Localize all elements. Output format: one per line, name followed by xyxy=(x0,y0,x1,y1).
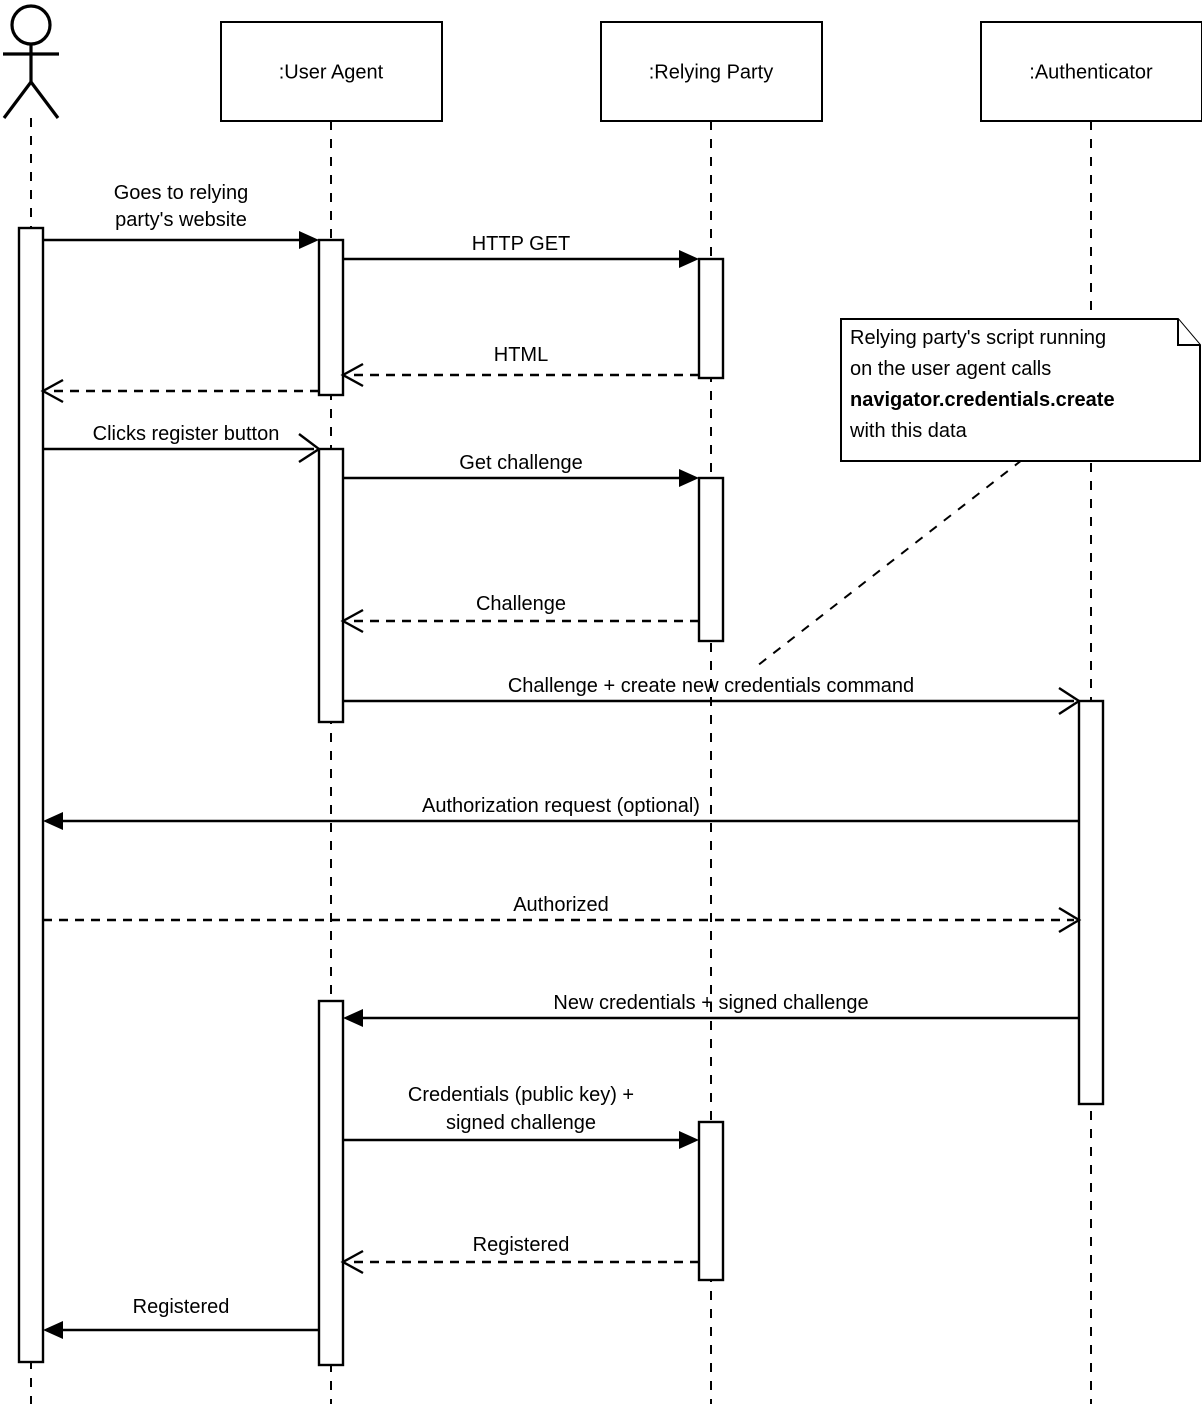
actor-leg-left xyxy=(2,81,33,119)
message-4-arrowhead-open-icon xyxy=(40,378,64,404)
message-13-label: Registered xyxy=(473,1234,570,1256)
activation-authenticator-1 xyxy=(1077,699,1105,1106)
message-1-label-line-1: Goes to relying xyxy=(114,182,249,204)
activation-relying-party-2 xyxy=(697,476,725,643)
message-11-new-credentials-signed-challenge[interactable]: New credentials + signed challenge xyxy=(343,992,1079,1027)
message-12-label-line-2: signed challenge xyxy=(446,1112,596,1134)
message-7-label: Challenge xyxy=(476,593,566,615)
participant-label-authenticator: :Authenticator xyxy=(1029,61,1153,83)
message-1-goes-to-relying-party-website[interactable]: Goes to relying party's website xyxy=(43,182,319,249)
participant-box-authenticator xyxy=(980,21,1202,122)
message-12-label-line-1: Credentials (public key) + xyxy=(408,1084,634,1106)
message-11-arrowhead-filled-icon xyxy=(343,1009,363,1027)
note-line-4: with this data xyxy=(849,420,968,442)
message-10-authorized[interactable]: Authorized xyxy=(43,894,1082,934)
message-9-arrowhead-filled-icon xyxy=(43,812,63,830)
note-line-3: navigator.credentials.create xyxy=(850,389,1115,411)
message-8-arrowhead-open-icon xyxy=(1058,686,1082,716)
note-line-2: on the user agent calls xyxy=(850,358,1051,380)
message-14-arrowhead-filled-icon xyxy=(43,1321,63,1339)
note-box xyxy=(840,318,1201,462)
activation-relying-party-1 xyxy=(697,257,725,380)
message-12-credentials-public-key-signed-challenge[interactable]: Credentials (public key) + signed challe… xyxy=(343,1084,699,1149)
message-2-arrowhead-filled-icon xyxy=(679,250,699,268)
participant-label-relying-party: :Relying Party xyxy=(649,61,774,83)
message-7-challenge[interactable]: Challenge xyxy=(340,593,699,634)
message-2-label: HTTP GET xyxy=(472,233,571,255)
message-9-authorization-request-optional[interactable]: Authorization request (optional) xyxy=(43,795,1079,830)
message-1-arrowhead-filled-icon xyxy=(299,231,319,249)
message-14-registered-ua-to-actor[interactable]: Registered xyxy=(43,1296,319,1339)
message-3-html[interactable]: HTML xyxy=(340,344,699,388)
message-8-label: Challenge + create new credentials comma… xyxy=(508,675,914,697)
message-8-challenge-create-new-credentials-command[interactable]: Challenge + create new credentials comma… xyxy=(343,675,1082,716)
note-anchor-line xyxy=(756,459,1023,667)
message-5-arrowhead-open-icon xyxy=(298,433,322,464)
message-7-arrowhead-open-icon xyxy=(340,608,364,634)
message-6-get-challenge[interactable]: Get challenge xyxy=(343,452,699,487)
actor-leg-right xyxy=(29,81,60,119)
note-annotation[interactable]: Relying party's script running on the us… xyxy=(756,318,1201,667)
participant-box-user-agent xyxy=(220,21,443,122)
message-9-label: Authorization request (optional) xyxy=(422,795,700,817)
message-10-arrowhead-open-icon xyxy=(1058,906,1082,934)
participant-head-authenticator[interactable] xyxy=(980,21,1202,122)
message-6-arrowhead-filled-icon xyxy=(679,469,699,487)
message-5-label: Clicks register button xyxy=(93,423,280,445)
message-1-label-line-2: party's website xyxy=(115,209,247,231)
activation-user-agent-2 xyxy=(317,447,345,724)
activation-actor-1 xyxy=(17,226,45,1364)
actor-figure[interactable] xyxy=(2,4,60,119)
message-10-label: Authorized xyxy=(513,894,609,916)
message-14-label: Registered xyxy=(133,1296,230,1318)
message-2-http-get[interactable]: HTTP GET xyxy=(343,233,699,268)
message-5-clicks-register-button[interactable]: Clicks register button xyxy=(43,423,322,464)
activation-relying-party-3 xyxy=(697,1120,725,1282)
note-folded-corner-icon xyxy=(1177,319,1200,346)
participant-head-user-agent[interactable] xyxy=(220,21,443,122)
participant-head-relying-party[interactable] xyxy=(600,21,823,122)
message-3-arrowhead-open-icon xyxy=(340,362,364,388)
note-line-1: Relying party's script running xyxy=(850,327,1106,349)
message-13-arrowhead-open-icon xyxy=(340,1249,364,1275)
message-4-return-to-actor[interactable] xyxy=(40,378,319,404)
participant-box-relying-party xyxy=(600,21,823,122)
lifelines xyxy=(30,118,1092,1404)
participant-label-user-agent: :User Agent xyxy=(279,61,384,83)
message-12-arrowhead-filled-icon xyxy=(679,1131,699,1149)
activation-user-agent-3 xyxy=(317,999,345,1367)
activation-bars xyxy=(17,226,1105,1367)
message-11-label: New credentials + signed challenge xyxy=(553,992,868,1014)
message-13-registered-rp-to-ua[interactable]: Registered xyxy=(340,1234,699,1275)
activation-user-agent-1 xyxy=(317,238,345,397)
message-3-label: HTML xyxy=(494,344,548,366)
actor-head-icon xyxy=(10,4,52,46)
message-6-label: Get challenge xyxy=(459,452,582,474)
